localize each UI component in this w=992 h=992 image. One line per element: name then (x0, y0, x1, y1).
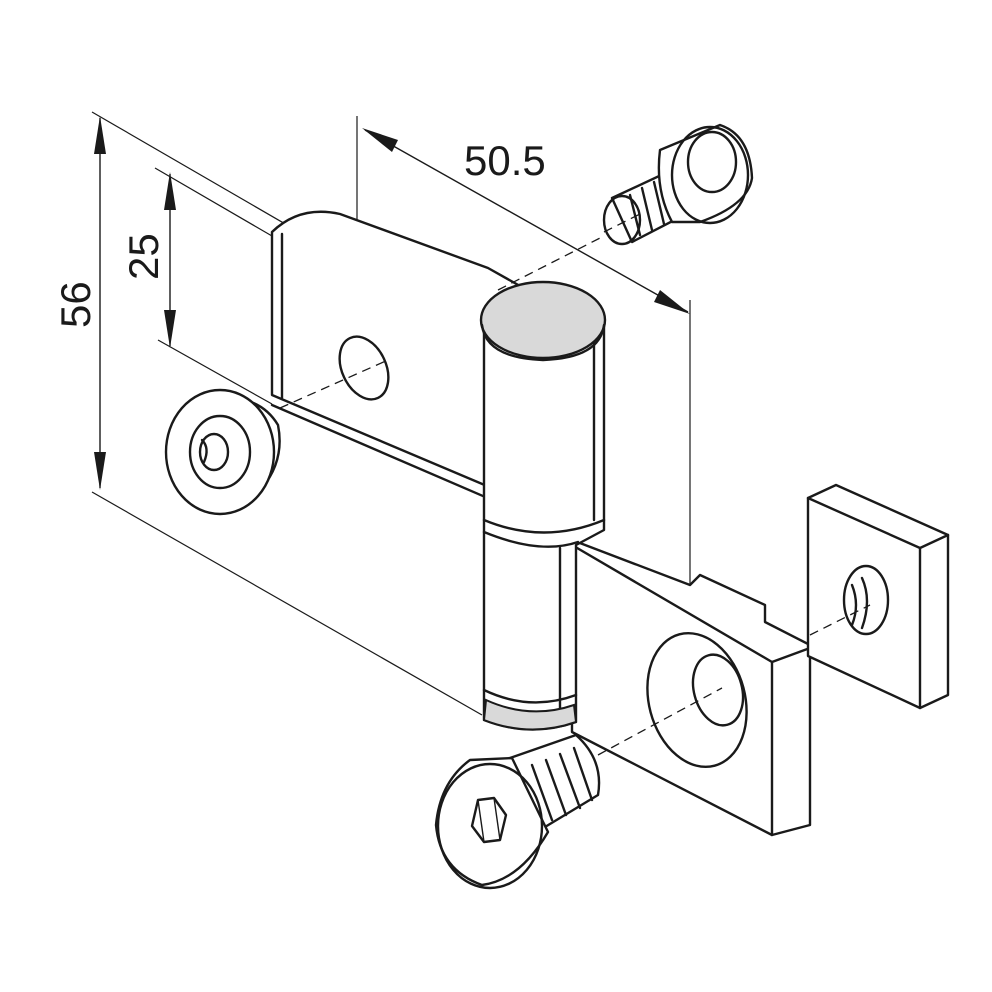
flange-nut (164, 388, 281, 516)
dimension-label-50-5: 50.5 (464, 137, 546, 184)
dimension-label-25: 25 (120, 233, 167, 280)
dimension-label-56: 56 (52, 281, 99, 328)
assembly-center-lines (279, 213, 871, 756)
countersink-inner (691, 653, 745, 727)
lower-hinge-leaf (570, 538, 812, 837)
countersink-outer (646, 631, 748, 769)
cap-screw (602, 123, 754, 246)
barrel-bottom-cap (482, 698, 578, 731)
hinge-barrel (479, 280, 607, 731)
countersunk-screw (434, 733, 601, 890)
slot-nut-thread (842, 564, 890, 636)
slot-nut (806, 483, 950, 710)
dimension-25 (164, 172, 176, 348)
upper-hinge-leaf (270, 210, 522, 514)
dimension-56 (94, 116, 106, 490)
pin-cap (479, 280, 607, 360)
dimension-50-5 (362, 128, 690, 314)
upper-leaf-hole (338, 335, 390, 401)
